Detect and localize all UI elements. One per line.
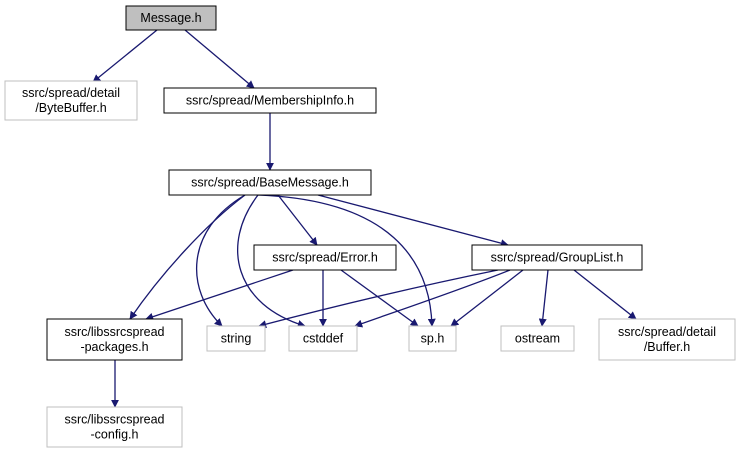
node-box-bytebuffer-h: [4, 80, 138, 121]
node-label-libssrcspread-packages-h-line-1: -packages.h: [80, 340, 148, 354]
node-label-ostream-line-0: ostream: [515, 332, 560, 346]
node-basemessage-h[interactable]: ssrc/spread/BaseMessage.h: [168, 169, 372, 196]
edge-message-h-to-membershipinfo-h: [184, 29, 255, 89]
node-label-membershipinfo-h-line-0: ssrc/spread/MembershipInfo.h: [186, 94, 354, 108]
edge-error-h-to-libssrcspread-packages-h: [145, 269, 294, 321]
node-box-ostream: [500, 325, 575, 352]
node-box-cstddef: [288, 325, 358, 352]
node-cstddef[interactable]: cstddef: [288, 325, 358, 352]
node-message-h[interactable]: Message.h: [125, 5, 217, 31]
node-box-libssrcspread-config-h: [46, 406, 183, 448]
edge-error-h-to-sp-h: [340, 269, 419, 327]
node-box-sp-h: [408, 325, 457, 352]
edge-grouplist-h-to-sp-h: [450, 269, 524, 327]
node-box-membershipinfo-h: [163, 87, 377, 114]
node-box-grouplist-h: [471, 244, 643, 271]
edge-basemessage-h-to-cstddef: [237, 194, 306, 328]
node-label-libssrcspread-config-h-line-0: ssrc/libssrcspread: [64, 413, 164, 427]
nodes-layer: Message.h ssrc/spread/detail/ByteBuffer.h…: [4, 5, 736, 448]
node-sp-h[interactable]: sp.h: [408, 325, 457, 352]
edge-grouplist-h-to-cstddef: [354, 269, 511, 328]
node-label-cstddef-line-0: cstddef: [303, 332, 344, 346]
node-box-libssrcspread-packages-h: [46, 318, 183, 361]
node-ostream[interactable]: ostream: [500, 325, 575, 352]
node-box-message-h: [125, 5, 217, 31]
edge-basemessage-h-to-error-h: [277, 194, 318, 246]
edge-grouplist-h-to-ostream: [538, 269, 549, 327]
node-box-buffer-h: [598, 318, 736, 361]
edge-basemessage-h-to-libssrcspread-packages-h: [129, 194, 246, 320]
node-bytebuffer-h[interactable]: ssrc/spread/detail/ByteBuffer.h: [4, 80, 138, 121]
node-label-buffer-h-line-1: /Buffer.h: [644, 340, 690, 354]
edge-grouplist-h-to-string: [258, 269, 499, 329]
node-label-basemessage-h-line-0: ssrc/spread/BaseMessage.h: [191, 176, 349, 190]
node-label-error-h-line-0: ssrc/spread/Error.h: [272, 251, 378, 265]
node-buffer-h[interactable]: ssrc/spread/detail/Buffer.h: [598, 318, 736, 361]
node-libssrcspread-config-h[interactable]: ssrc/libssrcspread-config.h: [46, 406, 183, 448]
node-label-libssrcspread-packages-h-line-0: ssrc/libssrcspread: [64, 325, 164, 339]
node-label-sp-h-line-0: sp.h: [421, 332, 445, 346]
node-string[interactable]: string: [206, 325, 266, 352]
edges-layer: [92, 29, 637, 408]
node-label-bytebuffer-h-line-0: ssrc/spread/detail: [22, 86, 120, 100]
node-label-grouplist-h-line-0: ssrc/spread/GroupList.h: [491, 251, 624, 265]
node-box-string: [206, 325, 266, 352]
edge-basemessage-h-to-string: [195, 194, 246, 327]
edge-basemessage-h-to-sp-h: [257, 194, 436, 327]
node-libssrcspread-packages-h[interactable]: ssrc/libssrcspread-packages.h: [46, 318, 183, 361]
node-error-h[interactable]: ssrc/spread/Error.h: [253, 244, 397, 271]
node-box-error-h: [253, 244, 397, 271]
node-label-message-h-line-0: Message.h: [140, 11, 201, 25]
node-membershipinfo-h[interactable]: ssrc/spread/MembershipInfo.h: [163, 87, 377, 114]
edge-basemessage-h-to-grouplist-h: [317, 194, 509, 248]
node-label-buffer-h-line-0: ssrc/spread/detail: [618, 325, 716, 339]
edge-grouplist-h-to-buffer-h: [573, 269, 637, 320]
node-grouplist-h[interactable]: ssrc/spread/GroupList.h: [471, 244, 643, 271]
node-box-basemessage-h: [168, 169, 372, 196]
node-label-libssrcspread-config-h-line-1: -config.h: [91, 428, 139, 442]
node-label-string-line-0: string: [221, 332, 252, 346]
node-label-bytebuffer-h-line-1: /ByteBuffer.h: [35, 101, 106, 115]
edge-message-h-to-bytebuffer-h: [92, 29, 158, 83]
